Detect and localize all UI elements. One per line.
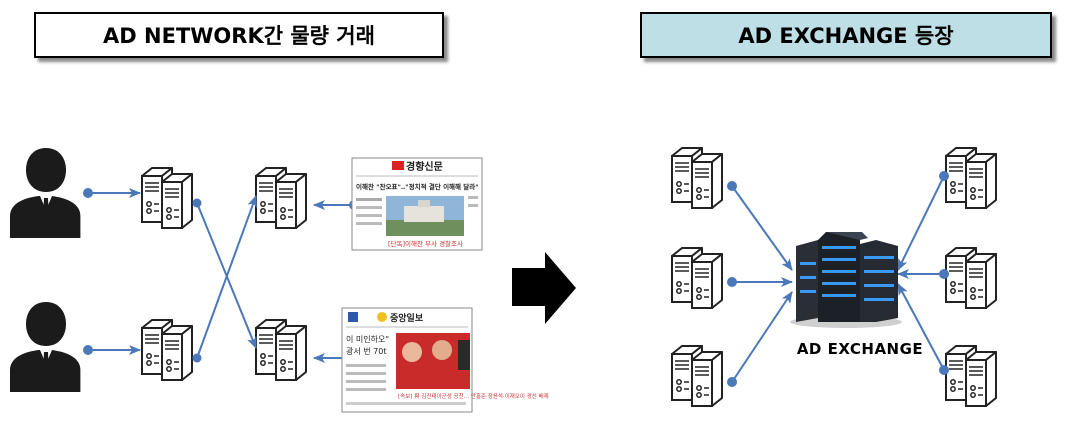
newspaper-thumbnail-top: 경향신문 이해찬 "찬오표"‥"정치적 결단 이해해 달라" [단독]이해찬 부…: [351, 157, 483, 251]
buyer-to-exchange-arrow-1: [727, 181, 793, 271]
svg-text:이해찬 "찬오표"‥"정치적 결단 이해해 달라": 이해찬 "찬오표"‥"정치적 결단 이해해 달라": [356, 182, 479, 191]
svg-text:광서 번 70t: 광서 번 70t: [346, 346, 386, 356]
seller-to-exchange-arrow-2: [897, 269, 949, 279]
svg-text:경향신문: 경향신문: [406, 160, 443, 173]
network-cross-arrow-2: [192, 195, 257, 363]
buyer-to-exchange-arrow-3: [727, 291, 793, 387]
advertiser-person-icon-2: [10, 302, 81, 392]
seller-to-exchange-arrow-1: [897, 171, 949, 271]
ad-exchange-title: AD EXCHANGE 등장: [640, 12, 1052, 58]
advertiser-person-icon-1: [10, 148, 81, 238]
svg-text:중앙일보: 중앙일보: [390, 312, 424, 324]
exchange-buyer-server-icon-3: [672, 346, 722, 406]
person-to-network-arrow-1: [83, 188, 141, 198]
exchange-buyer-server-icon-1: [672, 148, 722, 208]
svg-text:[속보] 與 김진태이군생 공천… 안홍준·장윤석·이재오이: [속보] 與 김진태이군생 공천… 안홍준·장윤석·이재오이 경선 배제: [398, 392, 549, 400]
exchange-buyer-server-icon-2: [672, 248, 722, 308]
right-arrow-icon: [512, 252, 576, 324]
person-to-network-arrow-2: [83, 345, 141, 355]
newspaper-thumbnail-bottom: 중앙일보 이 미인하오" 광서 번 70t [속보] 與 김진태이군생 공천… …: [341, 307, 549, 413]
svg-text:이 미인하오": 이 미인하오": [346, 334, 389, 344]
exchange-seller-server-icon-1: [946, 148, 996, 208]
svg-text:[단독]이해찬 부사 경찰조사: [단독]이해찬 부사 경찰조사: [388, 239, 463, 248]
ad-network-server-icon-1: [142, 168, 192, 228]
ad-network-server-icon-3: [256, 168, 306, 228]
seller-to-exchange-arrow-3: [897, 283, 949, 375]
buyer-to-exchange-arrow-2: [727, 277, 793, 287]
exchange-label: AD EXCHANGE: [796, 340, 924, 358]
exchange-server-icon: [790, 232, 902, 328]
exchange-seller-server-icon-2: [946, 248, 996, 308]
ad-network-server-icon-2: [142, 320, 192, 380]
ad-network-title: AD NETWORK간 물량 거래: [34, 12, 444, 58]
ad-network-server-icon-4: [256, 320, 306, 380]
